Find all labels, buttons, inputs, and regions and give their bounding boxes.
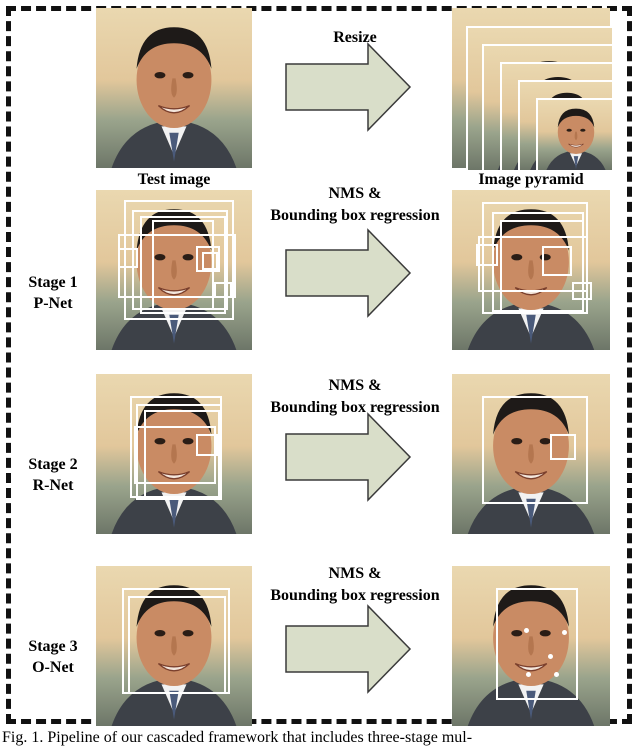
face-illustration: [111, 27, 237, 168]
stage-2-input: [96, 374, 252, 534]
candidate-box: [572, 282, 592, 300]
candidate-box: [542, 246, 572, 276]
stage-1-arrow: [285, 228, 412, 318]
stage-3-nms-line2: Bounding box regression: [270, 587, 440, 604]
face-illustration: [111, 209, 237, 350]
test-image: [96, 8, 252, 168]
nose-landmark: [548, 654, 553, 659]
stage-1-title: Stage 1: [28, 274, 78, 291]
face-illustration: [546, 108, 606, 170]
stage-3-title: Stage 3: [28, 638, 78, 655]
mouth-right-landmark: [554, 672, 559, 677]
stage-2-label: Stage 2 R-Net: [18, 454, 88, 496]
resize-arrow: [285, 42, 412, 132]
stage-1-label: Stage 1 P-Net: [18, 272, 88, 314]
face-illustration: [467, 393, 595, 534]
arrow-shape: [285, 604, 412, 694]
candidate-box: [202, 252, 218, 270]
candidate-box: [124, 200, 234, 320]
stage-2-nms-line2: Bounding box regression: [270, 399, 440, 416]
stage-3-label: Stage 3 O-Net: [18, 636, 88, 678]
figure-caption: Fig. 1. Pipeline of our cascaded framewo…: [2, 729, 473, 746]
stage-3-arrow: [285, 604, 412, 694]
mouth-left-landmark: [526, 672, 531, 677]
candidate-box: [118, 248, 138, 268]
stage-1-nms-line1: NMS &: [328, 185, 382, 202]
image-pyramid: [452, 8, 612, 170]
stage-1-net: P-Net: [33, 295, 73, 312]
right-eye-landmark: [562, 630, 567, 635]
face-box: [482, 396, 588, 504]
arrow-shape: [285, 42, 412, 132]
stage-3-output: [452, 566, 610, 726]
stage-3-net: O-Net: [32, 659, 74, 676]
stage-2-net: R-Net: [32, 477, 74, 494]
stage-1-output: [452, 190, 610, 350]
face-box: [128, 596, 226, 694]
stage-2-title: Stage 2: [28, 456, 78, 473]
candidate-box: [144, 410, 220, 500]
candidate-box: [214, 282, 232, 298]
stage-2-output: [452, 374, 610, 534]
candidate-box: [140, 216, 226, 314]
candidate-box: [500, 220, 584, 312]
face-illustration: [111, 585, 237, 726]
face-box: [496, 588, 578, 700]
candidate-box: [196, 434, 218, 456]
stage-1-input: [96, 190, 252, 350]
test-image-label: Test image: [137, 171, 211, 188]
stage-2-arrow: [285, 412, 412, 502]
stage-1-nms-line2: Bounding box regression: [270, 207, 440, 224]
stage-2-nms-line1: NMS &: [328, 377, 382, 394]
candidate-box: [550, 434, 576, 460]
arrow-shape: [285, 228, 412, 318]
image-pyramid-label: Image pyramid: [478, 171, 584, 188]
stage-3-nms-line1: NMS &: [328, 565, 382, 582]
pyramid-level-6: [536, 98, 612, 170]
stage-3-input: [96, 566, 252, 726]
arrow-shape: [285, 412, 412, 502]
dashed-figure-frame: [6, 6, 632, 724]
candidate-box: [196, 246, 220, 272]
resize-label: Resize: [333, 29, 377, 46]
candidate-box: [152, 220, 214, 310]
left-eye-landmark: [524, 628, 529, 633]
candidate-box: [476, 244, 498, 266]
